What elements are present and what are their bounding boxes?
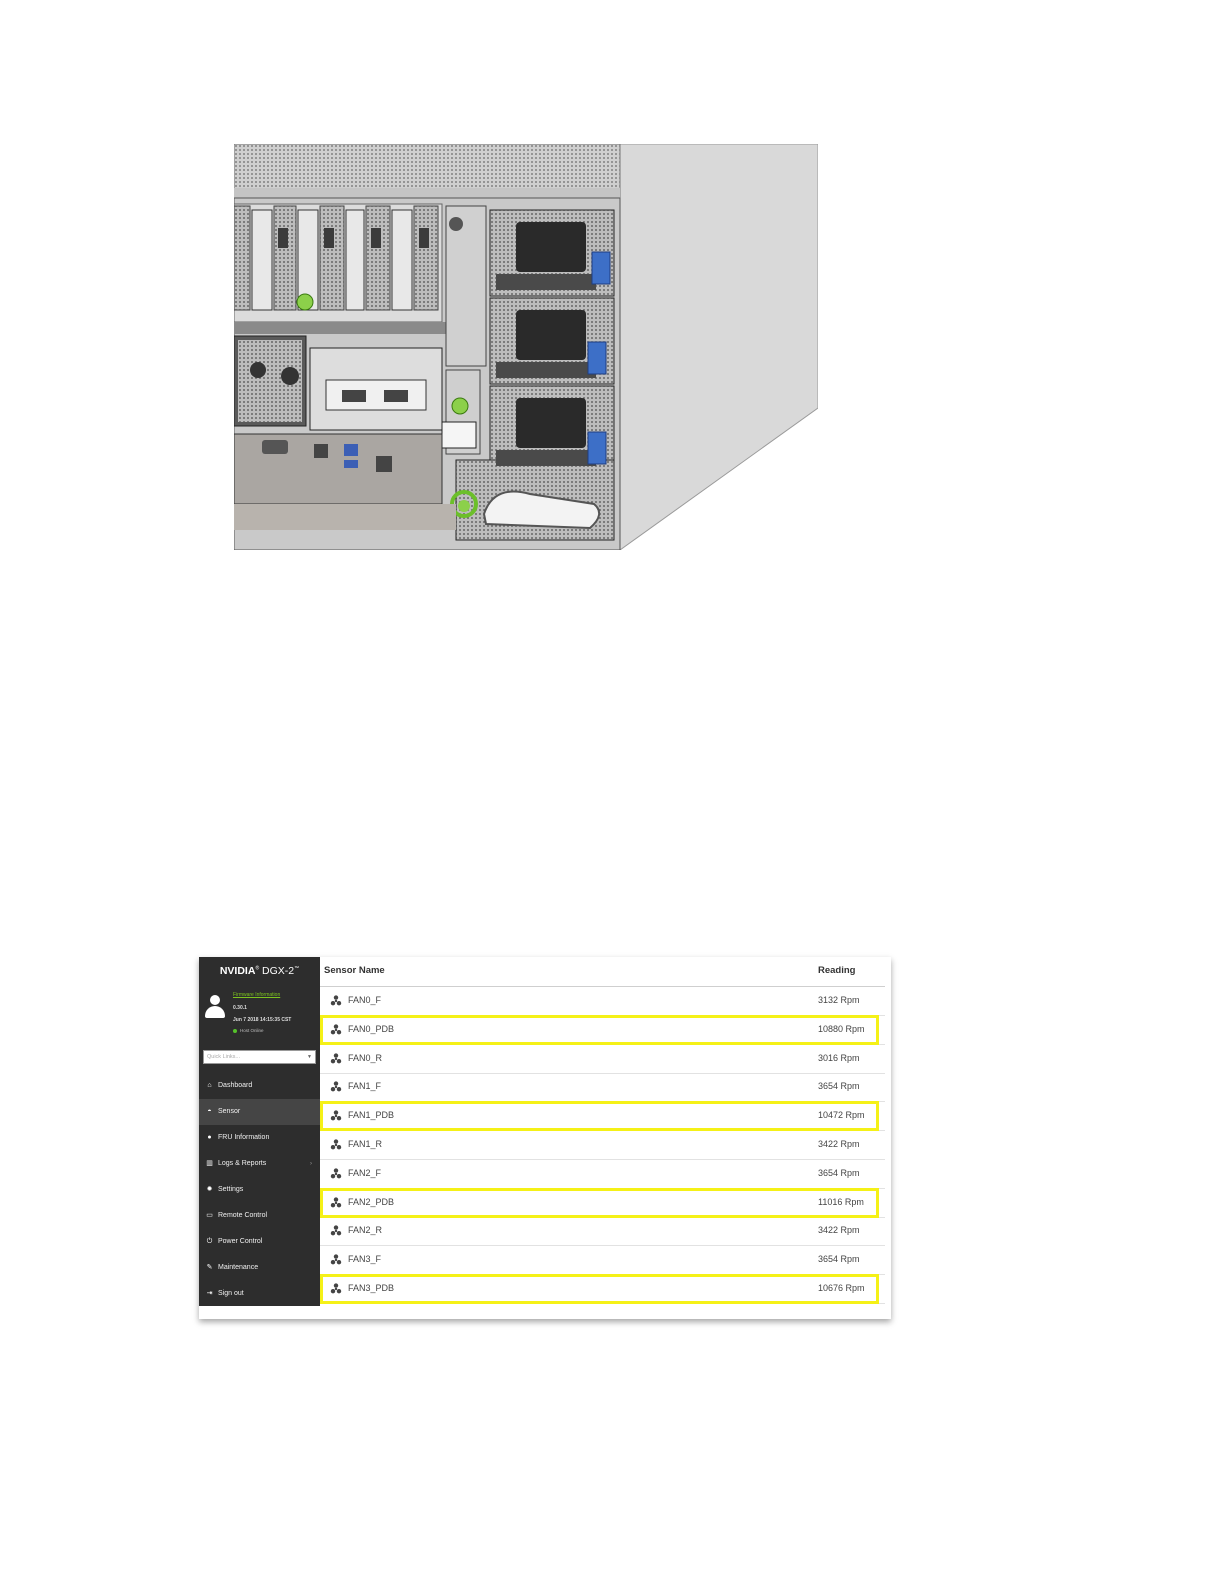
- sensor-reading: 3654 Rpm: [818, 1081, 860, 1092]
- sensor-reading: 3654 Rpm: [818, 1254, 860, 1265]
- nav-fru-information[interactable]: ● FRU Information: [199, 1125, 320, 1151]
- header-divider: [320, 986, 885, 987]
- nav-label: Logs & Reports: [218, 1160, 267, 1167]
- host-status: Host Online: [233, 1028, 264, 1033]
- sensor-name: FAN2_R: [348, 1225, 383, 1236]
- nav-maintenance[interactable]: ✎ Maintenance: [199, 1255, 320, 1281]
- nav-label: Sensor: [218, 1108, 241, 1115]
- sensor-reading: 3422 Rpm: [818, 1225, 860, 1236]
- gear-icon: ✹: [206, 1186, 213, 1193]
- host-status-label: Host Online: [240, 1028, 264, 1033]
- firmware-info-link[interactable]: Firmware Information: [233, 992, 281, 998]
- sensor-reading: 3016 Rpm: [818, 1052, 860, 1063]
- table-row[interactable]: FAN2_R 3422 Rpm: [320, 1217, 885, 1247]
- nav-label: Settings: [218, 1186, 244, 1193]
- sidebar: NVIDIA® DGX-2™ Firmware Information 0.30…: [199, 957, 320, 1306]
- sensor-name: FAN0_F: [348, 995, 382, 1005]
- power-supply-socket-icon: [516, 222, 586, 448]
- column-header-reading[interactable]: Reading: [818, 965, 856, 976]
- brand-model: DGX-2: [262, 965, 295, 977]
- sensor-name: FAN1_PDB: [348, 1110, 395, 1121]
- bmc-sensor-screenshot: NVIDIA® DGX-2™ Firmware Information 0.30…: [199, 957, 891, 1319]
- gauge-icon: ◓: [207, 1108, 212, 1115]
- sensor-reading: 10676 Rpm: [818, 1283, 865, 1293]
- quick-links-placeholder: Quick Links...: [207, 1054, 241, 1060]
- sensor-reading: 3654 Rpm: [818, 1167, 860, 1178]
- info-icon: ●: [207, 1134, 212, 1141]
- home-icon: ⌂: [207, 1082, 212, 1089]
- nav-label: Dashboard: [218, 1082, 253, 1089]
- fan-icon: [330, 1023, 342, 1035]
- nav-label: Sign out: [218, 1290, 244, 1297]
- nav-remote-control[interactable]: ▭ Remote Control: [199, 1203, 320, 1229]
- brand-title: NVIDIA® DGX-2™: [199, 965, 320, 977]
- nav-label: Power Control: [218, 1238, 263, 1245]
- sensor-reading: 11016 Rpm: [818, 1196, 864, 1207]
- table-row[interactable]: FAN2_PDB 11016 Rpm: [320, 1189, 885, 1218]
- table-row[interactable]: FAN1_PDB 10472 Rpm: [320, 1102, 885, 1132]
- table-row[interactable]: FAN0_PDB 10880 Rpm: [320, 1016, 885, 1045]
- table-row[interactable]: FAN3_PDB 10676 Rpm: [320, 1275, 885, 1304]
- bar-chart-icon: ▥: [206, 1160, 213, 1167]
- sensor-name: FAN3_F: [348, 1254, 382, 1265]
- sensor-name: FAN1_R: [348, 1139, 383, 1149]
- thumbscrew-icon: [296, 293, 314, 311]
- fan-icon: [330, 1052, 342, 1064]
- nav-sign-out[interactable]: ⇥ Sign out: [199, 1281, 320, 1307]
- table-row[interactable]: FAN1_R 3422 Rpm: [320, 1131, 885, 1160]
- sensor-name: FAN0_R: [348, 1052, 383, 1063]
- avatar-icon: [204, 995, 226, 1021]
- wrench-icon: ✎: [206, 1264, 213, 1271]
- sensor-reading: 10880 Rpm: [818, 1023, 865, 1034]
- table-row[interactable]: FAN1_F 3654 Rpm: [320, 1073, 885, 1103]
- table-row[interactable]: FAN0_F 3132 Rpm: [320, 987, 885, 1016]
- fan-icon: [330, 1196, 342, 1208]
- caret-down-icon: ▼: [307, 1054, 312, 1060]
- brand-registered-mark: ®: [255, 965, 260, 972]
- sensor-name: FAN3_PDB: [348, 1283, 395, 1293]
- fan-icon: [330, 1253, 342, 1265]
- firmware-date: Jun 7 2018 14:15:35 CST: [233, 1017, 292, 1023]
- brand-tm-mark: ™: [294, 965, 300, 972]
- fan-icon: [330, 1167, 342, 1179]
- table-row[interactable]: FAN0_R 3016 Rpm: [320, 1045, 885, 1074]
- fan-icon: [330, 1282, 342, 1294]
- server-rear-drawing: [234, 144, 818, 550]
- sign-out-icon: ⇥: [206, 1290, 213, 1297]
- nav-label: FRU Information: [218, 1134, 270, 1141]
- table-row[interactable]: FAN2_F 3654 Rpm: [320, 1160, 885, 1189]
- sensor-name: FAN1_F: [348, 1081, 382, 1092]
- fan-icon: [330, 994, 342, 1006]
- table-row[interactable]: FAN3_F 3654 Rpm: [320, 1246, 885, 1276]
- nav-label: Maintenance: [218, 1264, 259, 1271]
- sensor-reading: 3422 Rpm: [818, 1139, 860, 1149]
- fan-icon: [330, 1080, 342, 1092]
- nav-power-control[interactable]: ⏻ Power Control: [199, 1229, 320, 1255]
- brand-name: NVIDIA: [219, 965, 256, 977]
- quick-links-select[interactable]: Quick Links... ▼: [203, 1050, 316, 1064]
- fan-icon: [330, 1224, 342, 1236]
- nav-settings[interactable]: ✹ Settings: [199, 1177, 320, 1203]
- power-icon: ⏻: [206, 1238, 213, 1245]
- monitor-icon: ▭: [206, 1212, 213, 1219]
- fan-icon: [330, 1109, 342, 1121]
- sensor-name: FAN2_F: [348, 1167, 382, 1178]
- nav-dashboard[interactable]: ⌂ Dashboard: [199, 1073, 320, 1099]
- sensor-reading: 10472 Rpm: [818, 1110, 865, 1121]
- column-header-sensor-name[interactable]: Sensor Name: [324, 965, 385, 976]
- firmware-version: 0.30.1: [233, 1005, 247, 1011]
- sensor-reading: 3132 Rpm: [818, 995, 860, 1005]
- sensor-name: FAN2_PDB: [348, 1196, 395, 1207]
- chevron-right-icon: ›: [310, 1161, 312, 1167]
- sensor-name: FAN0_PDB: [348, 1023, 395, 1034]
- nav-logs-reports[interactable]: ▥ Logs & Reports ›: [199, 1151, 320, 1177]
- nav-label: Remote Control: [218, 1212, 268, 1219]
- status-dot-icon: [233, 1028, 237, 1033]
- nav-sensor[interactable]: ◓ Sensor: [199, 1099, 320, 1125]
- server-rear-illustration: [234, 144, 818, 550]
- fan-icon: [330, 1138, 342, 1150]
